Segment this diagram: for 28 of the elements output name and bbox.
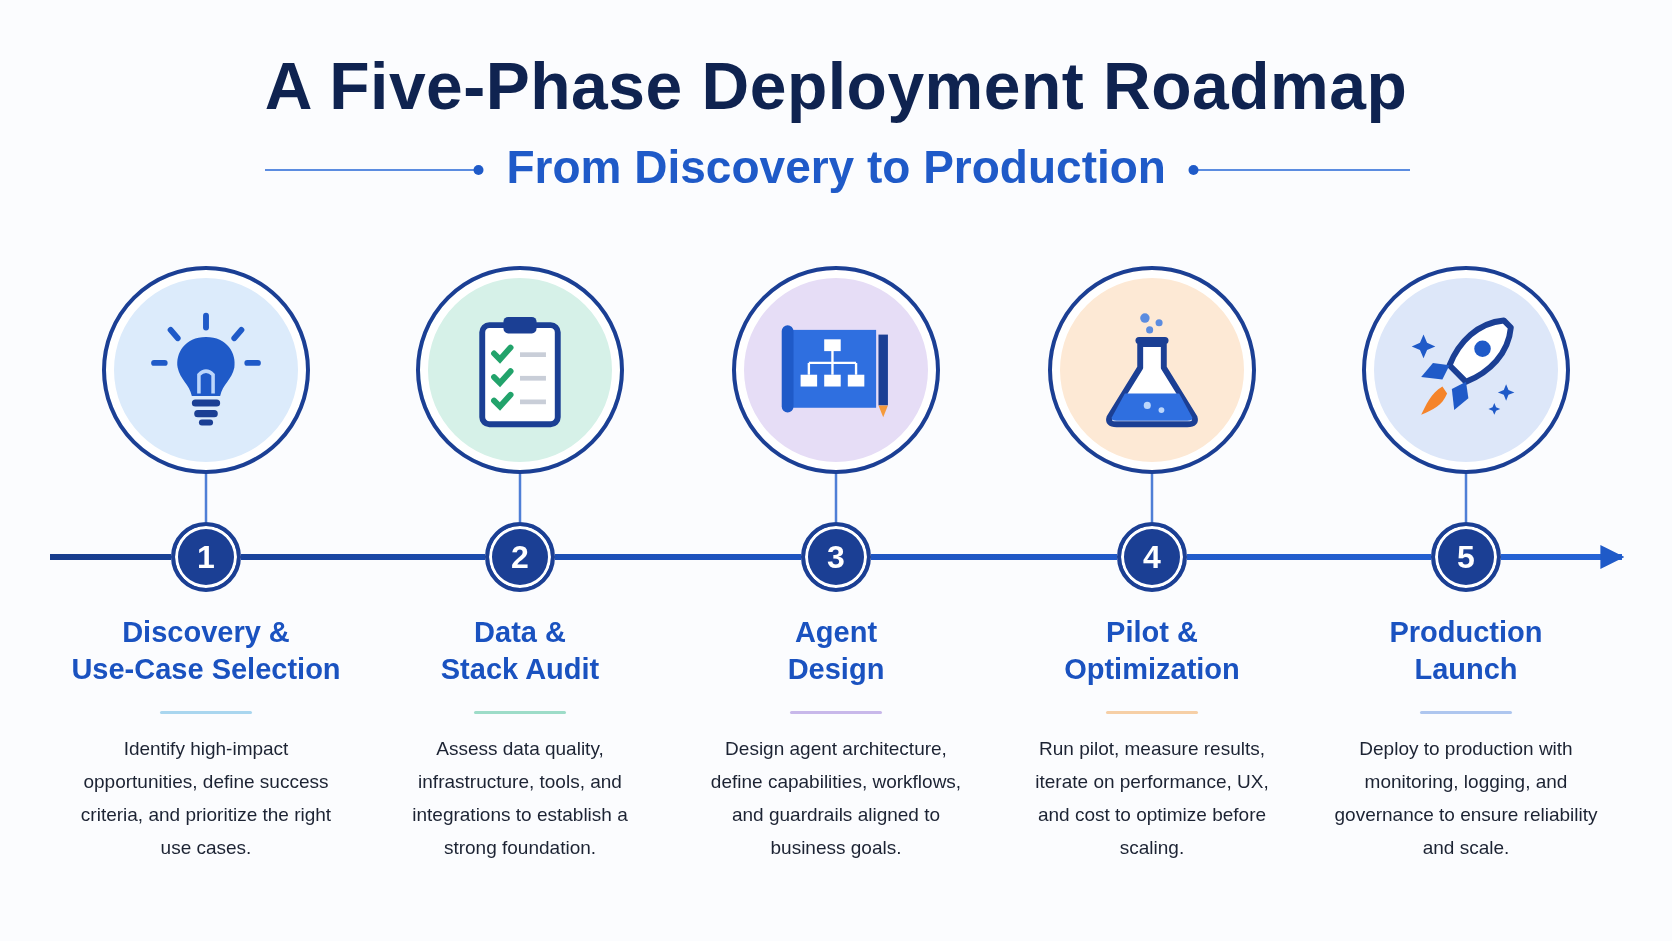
timeline-line: [241, 554, 485, 560]
connector-line: [834, 474, 838, 522]
connector-line: [204, 474, 208, 522]
phase-heading: Discovery & Use-Case Selection: [70, 615, 342, 687]
connector-line: [518, 474, 522, 522]
phase-heading: Pilot & Optimization: [1063, 615, 1241, 687]
phase-heading: Data & Stack Audit: [439, 615, 601, 687]
phase-description: Deploy to production with monitoring, logging, and governance to ensure reliability and scale.: [1333, 737, 1599, 860]
step-number-circle: 2: [485, 522, 555, 592]
connector-line: [1150, 474, 1154, 522]
step-number-circle: 1: [171, 522, 241, 592]
phase-description: Run pilot, measure results, iterate on performance, UX, and cost to optimize before scaling.: [1034, 737, 1270, 860]
timeline-line: [555, 554, 801, 560]
timeline-arrow: [1501, 545, 1625, 569]
timeline-line: [871, 554, 1117, 560]
subtitle: From Discovery to Production: [506, 140, 1166, 194]
step-number-circle: 5: [1431, 522, 1501, 592]
connector-line: [1464, 474, 1468, 522]
phase-description: Identify high-impact opportunities, define success criteria, and prioritize the right use cases.: [79, 737, 333, 860]
step-number-circle: 4: [1117, 522, 1187, 592]
timeline-line: [50, 554, 171, 560]
phase-description: Assess data quality, infrastructure, tools, and integrations to establish a strong foundation.: [411, 737, 629, 860]
step-number-circle: 3: [801, 522, 871, 592]
phase-heading: Agent Design: [786, 615, 886, 687]
phase-description: Design agent architecture, define capabilities, workflows, and guardrails aligned to business goals.: [709, 737, 963, 860]
phase-heading: Production Launch: [1388, 615, 1544, 687]
timeline-line: [1187, 554, 1431, 560]
title: A Five-Phase Deployment Roadmap: [263, 48, 1409, 124]
